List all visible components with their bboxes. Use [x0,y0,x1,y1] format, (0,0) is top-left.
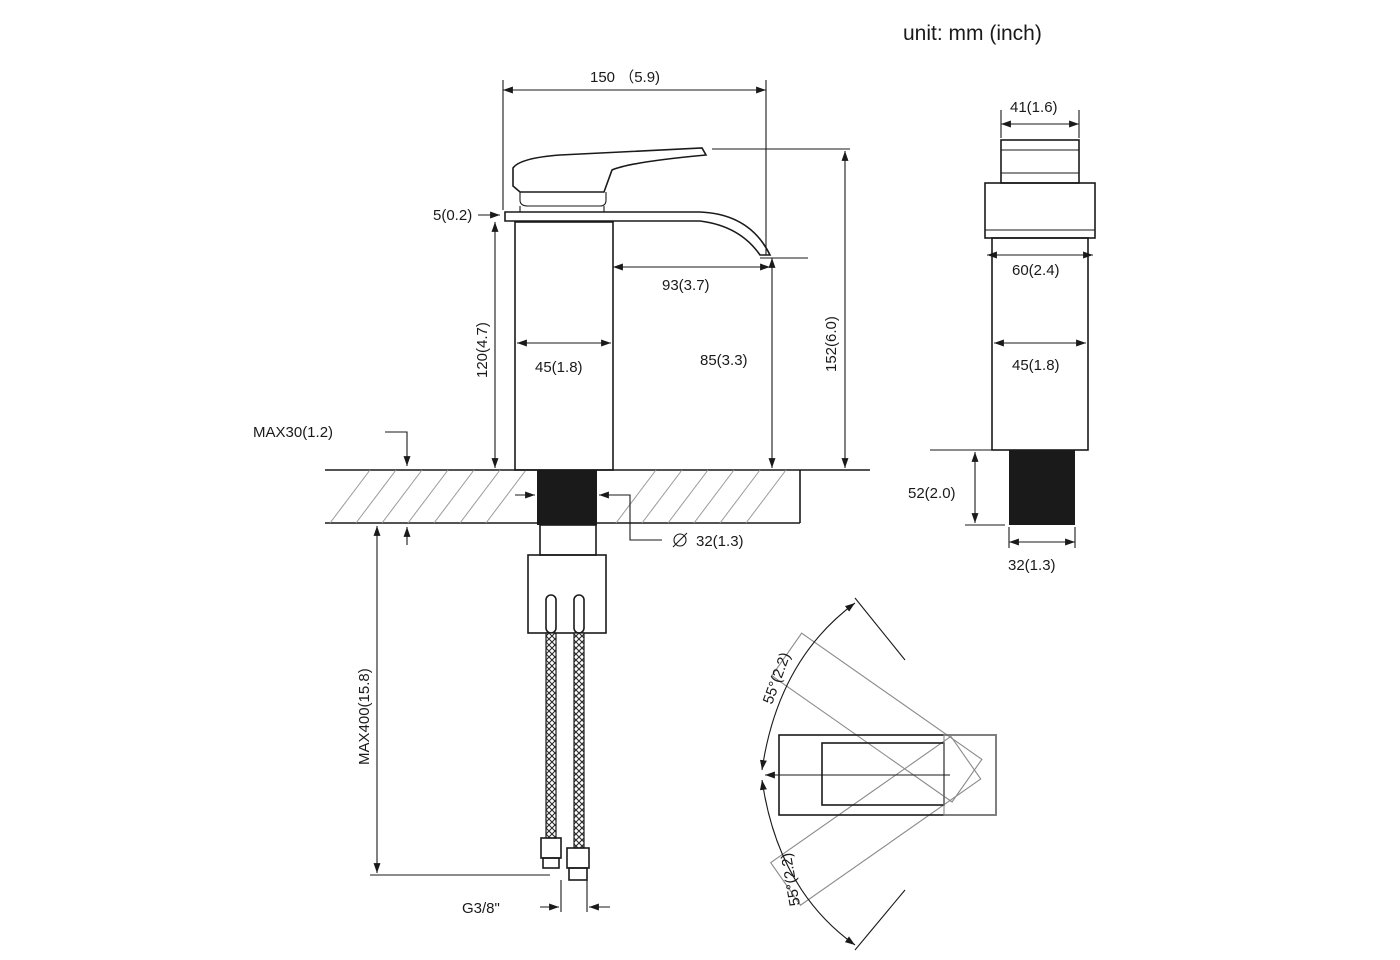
side-dim-shank-height: 52(2.0) [908,485,956,502]
hose-right [573,632,585,849]
dim-total-height: 152(6.0) [823,316,840,372]
lever-handle [512,147,708,193]
dim-spout-height: 85(3.3) [700,352,748,369]
faucet-body [514,221,614,471]
hatch-line [719,469,761,524]
dim-width-total: 150 （5.9) [590,69,660,86]
dim-shank-dia: 32(1.3) [696,533,744,550]
unit-label: unit: mm (inch) [903,22,1042,45]
top-spout-opening [821,742,945,806]
dim-body-height: 120(4.7) [474,322,491,378]
mounting-nut [527,554,607,634]
side-dim-body: 45(1.8) [1012,357,1060,374]
dim-body-width: 45(1.8) [535,359,583,376]
dim-spout-reach: 93(3.7) [662,277,710,294]
side-dim-handle: 41(1.6) [1010,99,1058,116]
ghost-handle-upper [769,735,982,906]
side-dim-cap: 60(2.4) [1012,262,1060,279]
hatch-line [433,469,475,524]
top-view: 55°(2.2) 55°(2.2) [760,597,997,951]
hatch-line [329,469,371,524]
hatch-line [641,469,683,524]
side-handle [1000,139,1080,184]
dim-max-deck: MAX30(1.2) [253,424,333,441]
hatch-line [693,469,735,524]
hatch-line [459,469,501,524]
countertop-section [325,469,870,524]
shank-lower [539,524,597,556]
side-shank [1009,450,1075,525]
front-view: 150 （5.9) 5(0.2) 120(4.7) 45(1.8) 93(3.7… [253,69,870,917]
hose-left [545,632,557,839]
top-angle-lower: 55°(2.2) [778,852,804,908]
hatch-line [485,469,527,524]
hatch-line [615,469,657,524]
dim-thread: G3/8" [462,900,500,917]
spout [504,211,772,256]
hatch-line [355,469,397,524]
hatch-line [407,469,449,524]
side-view: 41(1.6) 60(2.4) 45(1.8) 52(2.0) 32(1.3) [908,99,1096,574]
hatch-line [745,469,787,524]
shank-black [537,470,597,525]
hatch-line [667,469,709,524]
ghost-handle-lower [771,632,983,803]
dim-hose-length: MAX400(15.8) [356,668,373,765]
side-dim-shank-width: 32(1.3) [1008,557,1056,574]
hatch-line [381,469,423,524]
dim-deck-gap: 5(0.2) [433,207,472,224]
top-angle-upper: 55°(2.2) [760,650,794,706]
